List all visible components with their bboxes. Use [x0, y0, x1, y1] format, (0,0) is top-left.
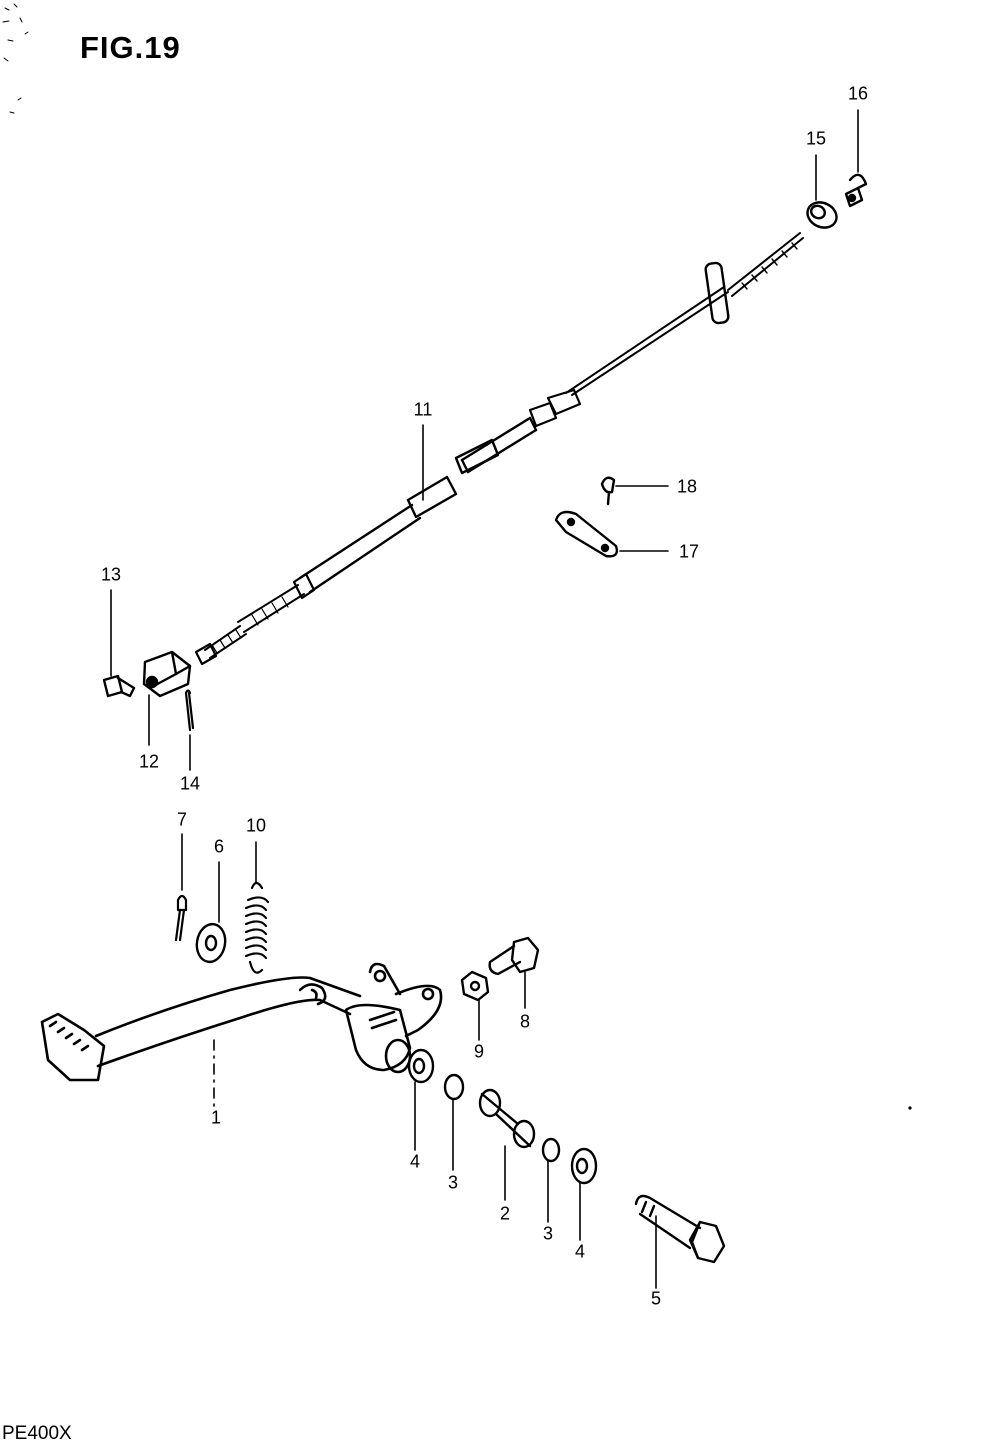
callout-part-15: 15: [805, 128, 827, 149]
callout-part-11: 11: [413, 399, 433, 420]
nut-9: [460, 970, 490, 1002]
washer-6: [195, 922, 227, 964]
bracket-screw: [600, 476, 616, 506]
callout-part-5: 5: [650, 1288, 662, 1309]
figure-title: FIG.19: [80, 30, 181, 65]
callout-part-14: 14: [179, 773, 201, 794]
pivot-bolt: [634, 1194, 726, 1264]
callout-part-7: 7: [176, 809, 188, 830]
joint-pin: [102, 674, 136, 698]
wing-nut-part: [844, 173, 868, 208]
bolt-8: [488, 936, 540, 976]
scan-noise: [2, 3, 29, 114]
callout-part-3-upper: 3: [447, 1172, 459, 1193]
cable-joint: [142, 650, 192, 698]
cotter-pin-7: [174, 894, 188, 942]
callout-part-17: 17: [678, 541, 700, 562]
washer-4-upper: [407, 1048, 435, 1084]
circlip-3-upper: [443, 1073, 465, 1101]
brake-cable: [194, 232, 804, 666]
callout-part-18: 18: [676, 476, 698, 497]
callout-part-1: 1: [210, 1107, 222, 1128]
adjuster-nut-part: [806, 201, 838, 229]
callout-part-4-upper: 4: [409, 1151, 421, 1172]
callout-part-8: 8: [519, 1011, 531, 1032]
brake-pedal: [40, 962, 443, 1111]
callout-part-10: 10: [245, 815, 267, 836]
model-code: PE400X: [2, 1423, 72, 1444]
callout-part-6: 6: [213, 836, 225, 857]
washer-4-lower: [570, 1147, 598, 1185]
circlip-3-lower: [541, 1137, 561, 1163]
pedal-spacer: [478, 1088, 536, 1149]
callout-part-9: 9: [473, 1041, 485, 1062]
leader-lines: [110, 109, 859, 1289]
callout-part-2: 2: [499, 1203, 511, 1224]
callout-part-13: 13: [100, 564, 122, 585]
callout-part-3-lower: 3: [542, 1223, 554, 1244]
cotter-pin-upper: [184, 689, 195, 732]
cable-bracket: [554, 510, 619, 558]
callout-part-12: 12: [138, 751, 160, 772]
callout-part-4-lower: 4: [574, 1241, 586, 1262]
return-spring: [244, 881, 270, 974]
callout-part-16: 16: [847, 83, 869, 104]
